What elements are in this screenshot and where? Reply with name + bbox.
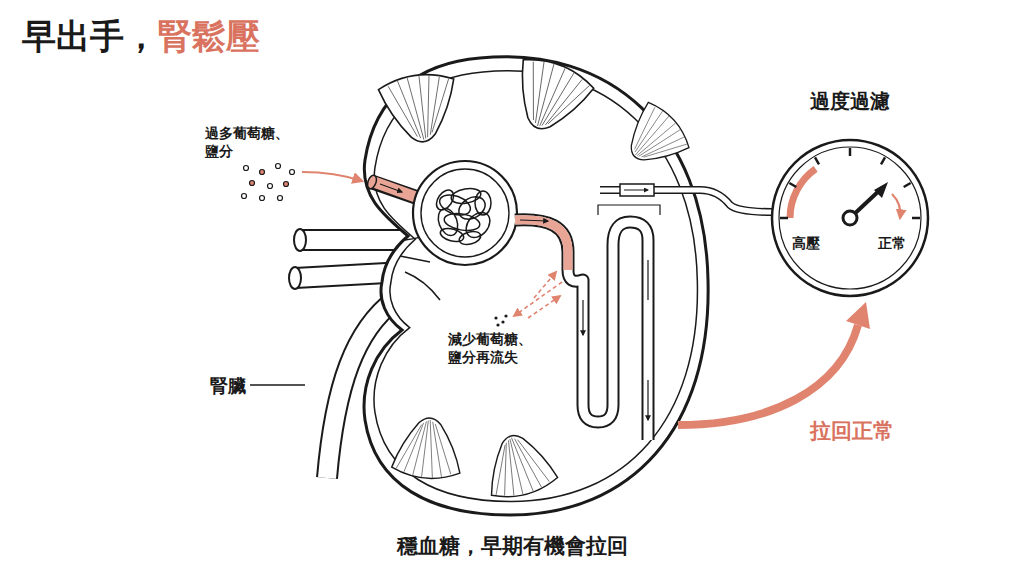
pressure-gauge: 過度過濾高壓正常 bbox=[770, 138, 930, 298]
reabsorb-label: 減少葡萄糖、 鹽分再流失 bbox=[448, 330, 540, 366]
gauge-mark: 正常 bbox=[878, 234, 906, 252]
gauge-face bbox=[770, 138, 930, 298]
input-label: 過多葡萄糖、 鹽分 bbox=[205, 124, 297, 160]
gauge-mark: 高壓 bbox=[792, 234, 820, 252]
result-label: 拉回正常 bbox=[810, 418, 894, 445]
title-highlight: 腎鬆壓 bbox=[158, 14, 260, 58]
gauge-heading: 過度過濾 bbox=[810, 88, 890, 114]
organ-label: 腎臟 bbox=[210, 374, 246, 397]
page-title: 早出手， bbox=[22, 14, 158, 60]
caption: 穩血糖，早期有機會拉回 bbox=[397, 532, 628, 560]
